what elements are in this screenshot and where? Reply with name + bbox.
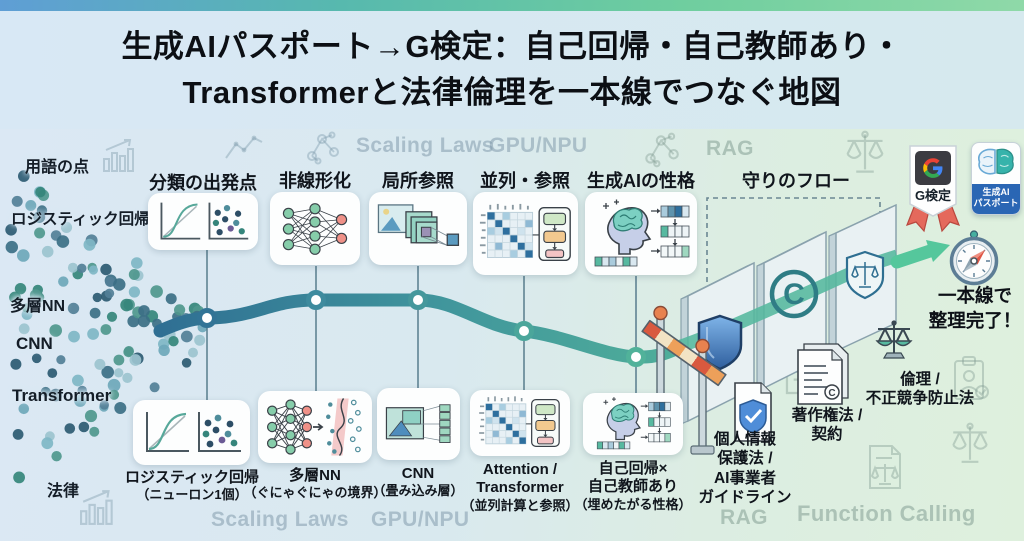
card-autoregressive [583, 393, 683, 455]
left-label-transformer: Transformer [12, 386, 112, 405]
caption-logistic-regression: ロジスティック回帰 （ニューロン1個） [124, 469, 260, 503]
card-logistic-regression [133, 400, 250, 465]
copyright-law-document-icon: C [797, 343, 849, 405]
card-nonlinearization [270, 192, 360, 265]
watermark-rag-bottom: RAG [720, 506, 768, 529]
card-local-reference [369, 192, 467, 265]
google-logo-tile [915, 151, 951, 185]
top-gradient-strip [0, 0, 1024, 11]
guard-flow-label: 守りのフロー [742, 171, 850, 191]
ethics-scales-icon [875, 320, 913, 359]
watermark-scaling-laws-top: Scaling Laws [356, 134, 494, 157]
card-parallel-reference [473, 192, 578, 275]
card-genai-character [585, 192, 697, 275]
left-label-logistic-regression: ロジスティック回帰 [11, 211, 150, 228]
brain-sequence-icon [591, 198, 691, 270]
card-attention-transformer [470, 390, 570, 456]
caption-cnn: CNN （畳み込み層） [372, 465, 464, 499]
svg-text:C: C [828, 388, 835, 399]
neural-network-icon [276, 200, 354, 258]
card-classification-start [148, 193, 258, 250]
sigmoid-scatter-icon [139, 407, 245, 459]
g-kentei-badge: G検定 [902, 142, 964, 234]
card-cnn [377, 388, 460, 460]
ethics-shield-scales-icon [845, 250, 885, 300]
google-g-icon [923, 158, 943, 178]
top-card-title-nonlinear: 非線形化 [279, 171, 351, 191]
mlp-boundary-icon [264, 396, 366, 458]
svg-text:C: C [783, 278, 805, 311]
image-convolution-icon [375, 198, 461, 260]
compass-icon [949, 230, 999, 286]
top-card-title-parallel-reference: 並列・参照 [480, 171, 570, 191]
privacy-law-document-icon [734, 382, 772, 442]
brain-sequence-icon [588, 396, 678, 452]
watermark-rag-top: RAG [706, 137, 754, 160]
watermark-scaling-laws-bottom: Scaling Laws [211, 508, 349, 531]
copyright-symbol-icon: C [769, 269, 819, 319]
milestone-nodes [197, 290, 646, 367]
left-label-terms: 用語の点 [25, 159, 90, 176]
left-label-mlp: 多層NN [10, 298, 66, 315]
caption-copyright-law: 著作権法 / 契約 [791, 407, 863, 444]
title-banner: 生成AIパスポート→G検定：自己回帰・自己教師あり・ Transformerと法… [0, 11, 1024, 129]
caption-mlp: 多層NN （ぐにゃぐにゃの境界） [243, 467, 387, 501]
caption-ethics-law: 倫理 / 不正競争防止法 [865, 371, 975, 408]
page-title-line1: 生成AIパスポート→G検定：自己回帰・自己教師あり・ [121, 28, 903, 64]
watermark-gpu-npu-bottom: GPU/NPU [371, 508, 470, 531]
caption-privacy-law: 個人情報 保護法 / AI事業者 ガイドライン [698, 431, 792, 507]
attention-matrix-icon [479, 199, 573, 269]
top-card-title-classification: 分類の出発点 [149, 173, 257, 193]
goal-text: 一本線で 整理完了！ [928, 285, 1022, 331]
watermark-gpu-npu-top: GPU/NPU [489, 134, 588, 157]
caption-autoregressive: 自己回帰× 自己教師あり （埋めたがる性格） [574, 460, 692, 512]
left-label-law: 法律 [47, 483, 80, 500]
cnn-convolution-icon [382, 395, 456, 453]
top-card-title-local-reference: 局所参照 [382, 171, 454, 191]
top-card-title-genai-character: 生成AIの性格 [587, 171, 695, 191]
card-mlp [258, 391, 372, 463]
caption-attention-transformer: Attention / Transformer （並列計算と参照） [461, 461, 579, 513]
passport-badge-label: 生成AI パスポート [972, 184, 1020, 214]
attention-matrix-icon [475, 393, 565, 453]
goal-arrow [890, 240, 950, 269]
card-connector-lines [206, 250, 637, 400]
brain-icon [978, 148, 1014, 175]
left-label-cnn: CNN [16, 334, 53, 353]
genai-passport-badge: 生成AI パスポート [971, 142, 1021, 215]
g-kentei-badge-label: G検定 [915, 188, 951, 203]
watermark-function-calling: Function Calling [797, 501, 976, 526]
page-title-line2: Transformerと法律倫理を一本線でつなぐ地図 [182, 75, 842, 110]
sigmoid-scatter-icon [154, 198, 252, 246]
